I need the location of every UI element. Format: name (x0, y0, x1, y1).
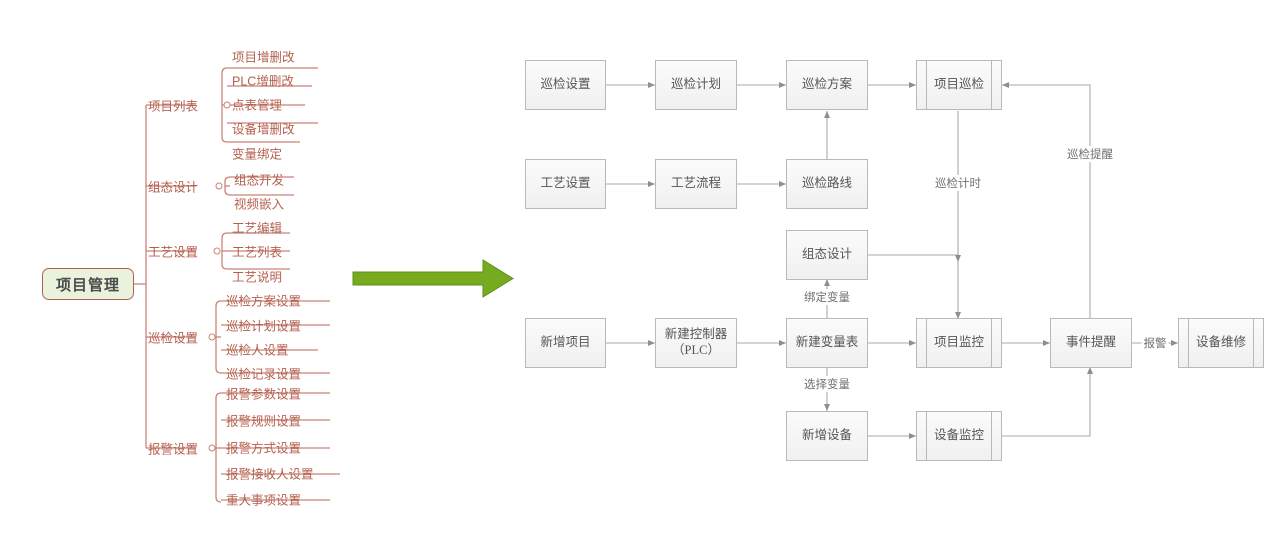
mindmap-leaf[interactable]: 报警方式设置 (226, 438, 301, 457)
flow-node-project-monitoring[interactable]: 项目监控 (916, 318, 1002, 368)
flow-node-label: 项目巡检 (933, 77, 984, 92)
mindmap-branch-label: 工艺设置 (148, 245, 199, 260)
mindmap-branch-label: 巡检设置 (148, 331, 199, 346)
mindmap-leaf[interactable]: 报警参数设置 (226, 384, 301, 403)
mindmap-leaf-label: 报警方式设置 (226, 441, 302, 456)
edge-label-select-variable: 选择变量 (802, 376, 852, 392)
flow-node-label: 巡检计划 (670, 77, 721, 92)
mindmap-leaf-label: 项目增删改 (232, 50, 295, 65)
mindmap-leaf[interactable]: 工艺列表 (232, 242, 282, 261)
mindmap-leaf-label: 报警接收人设置 (226, 467, 314, 482)
mindmap-leaf[interactable]: PLC增删改 (232, 71, 294, 90)
flow-node-inspection-settings[interactable]: 巡检设置 (525, 60, 606, 110)
mindmap-leaf[interactable]: 项目增删改 (232, 47, 295, 66)
flow-node-new-variable-table[interactable]: 新建变量表 (786, 318, 868, 368)
flow-node-device-monitoring[interactable]: 设备监控 (916, 411, 1002, 461)
mindmap-leaf[interactable]: 重大事项设置 (226, 490, 301, 509)
flow-node-label: 巡检路线 (801, 176, 852, 191)
mindmap-leaf-label: 工艺列表 (232, 245, 283, 260)
mindmap-leaf-label: 组态开发 (234, 173, 285, 188)
flow-node-label: 新增设备 (801, 428, 852, 443)
mindmap-leaf[interactable]: 点表管理 (232, 95, 282, 114)
flow-node-process-flow[interactable]: 工艺流程 (655, 159, 737, 209)
flow-node-new-controller[interactable]: 新建控制器 （PLC） (655, 318, 737, 368)
flow-node-label: 项目监控 (933, 335, 984, 350)
mindmap-branch-alarm-settings[interactable]: 报警设置 (148, 439, 198, 458)
mindmap-leaf[interactable]: 组态开发 (234, 170, 284, 189)
flow-node-new-device[interactable]: 新增设备 (786, 411, 868, 461)
mindmap-leaf[interactable]: 巡检方案设置 (226, 291, 301, 310)
mindmap-branch-process-settings[interactable]: 工艺设置 (148, 242, 198, 261)
edge-label-alarm: 报警 (1141, 335, 1169, 351)
mindmap-leaf[interactable]: 巡检计划设置 (226, 316, 301, 335)
mindmap-leaf-label: 巡检方案设置 (226, 294, 302, 309)
flow-node-label: 工艺流程 (670, 176, 721, 191)
mindmap-leaf-label: 变量绑定 (232, 147, 283, 162)
flow-node-label: 巡检方案 (801, 77, 852, 92)
mindmap-branch-project-list[interactable]: 项目列表 (148, 96, 198, 115)
collapse-toggle-icon[interactable] (223, 101, 231, 109)
mindmap-leaf[interactable]: 设备增删改 (232, 119, 295, 138)
flow-node-label: 巡检设置 (540, 77, 591, 92)
mindmap-branch-label: 组态设计 (148, 180, 199, 195)
green-arrow-icon (352, 259, 514, 298)
collapse-toggle-icon[interactable] (208, 333, 216, 341)
flow-node-label: 新增项目 (540, 335, 591, 350)
flow-node-new-project[interactable]: 新增项目 (525, 318, 606, 368)
flow-node-label: 事件提醒 (1065, 335, 1116, 350)
flow-node-inspection-plan[interactable]: 巡检计划 (655, 60, 737, 110)
mindmap-branch-label: 项目列表 (148, 99, 199, 114)
flow-node-event-reminder[interactable]: 事件提醒 (1050, 318, 1132, 368)
flow-node-equipment-maintenance[interactable]: 设备维修 (1178, 318, 1264, 368)
flow-node-hmi-design[interactable]: 组态设计 (786, 230, 868, 280)
mindmap-leaf-label: 报警规则设置 (226, 414, 302, 429)
mindmap-leaf[interactable]: 巡检人设置 (226, 340, 289, 359)
mindmap-leaf-label: 设备增删改 (232, 122, 295, 137)
mindmap-root-node[interactable]: 项目管理 (42, 268, 134, 300)
edge-label-inspection-reminder: 巡检提醒 (1065, 146, 1115, 162)
mindmap-branch-hmi-design[interactable]: 组态设计 (148, 177, 198, 196)
flow-node-inspection-scheme[interactable]: 巡检方案 (786, 60, 868, 110)
mindmap-leaf[interactable]: 工艺说明 (232, 267, 282, 286)
collapse-toggle-icon[interactable] (213, 247, 221, 255)
flow-node-process-settings[interactable]: 工艺设置 (525, 159, 606, 209)
mindmap-leaf-label: 工艺说明 (232, 270, 283, 285)
flow-node-label: 设备维修 (1195, 335, 1246, 350)
mindmap-leaf[interactable]: 视频嵌入 (234, 194, 284, 213)
mindmap-leaf[interactable]: 巡检记录设置 (226, 364, 301, 383)
mindmap-leaf-label: 巡检记录设置 (226, 367, 302, 382)
mindmap-leaf-label: 巡检人设置 (226, 343, 289, 358)
edge-label-bind-variable: 绑定变量 (802, 289, 852, 305)
flow-node-label: 工艺设置 (540, 176, 591, 191)
mindmap-leaf[interactable]: 报警规则设置 (226, 411, 301, 430)
flow-node-inspection-route[interactable]: 巡检路线 (786, 159, 868, 209)
flow-node-project-inspection[interactable]: 项目巡检 (916, 60, 1002, 110)
mindmap-leaf[interactable]: 变量绑定 (232, 144, 282, 163)
edge-label-inspection-timing: 巡检计时 (933, 175, 983, 191)
mindmap-leaf-label: 工艺编辑 (232, 221, 283, 236)
mindmap-leaf-label: 点表管理 (232, 98, 283, 113)
flow-node-label: 新建变量表 (795, 335, 859, 350)
flow-node-label: 设备监控 (933, 428, 984, 443)
flow-node-label: 新建控制器 （PLC） (664, 327, 728, 357)
mindmap-leaf-label: 重大事项设置 (226, 493, 302, 508)
mindmap-leaf-label: PLC增删改 (232, 74, 294, 89)
mindmap-branch-inspection-settings[interactable]: 巡检设置 (148, 328, 198, 347)
mindmap-leaf-label: 巡检计划设置 (226, 319, 302, 334)
collapse-toggle-icon[interactable] (215, 182, 223, 190)
mindmap-leaf-label: 视频嵌入 (234, 197, 285, 212)
mindmap-leaf[interactable]: 工艺编辑 (232, 218, 282, 237)
mindmap-branch-label: 报警设置 (148, 442, 199, 457)
flow-node-label: 组态设计 (801, 247, 852, 262)
mindmap-leaf-label: 报警参数设置 (226, 387, 302, 402)
collapse-toggle-icon[interactable] (208, 444, 216, 452)
mindmap-root-label: 项目管理 (55, 276, 120, 294)
mindmap-leaf[interactable]: 报警接收人设置 (226, 464, 314, 483)
